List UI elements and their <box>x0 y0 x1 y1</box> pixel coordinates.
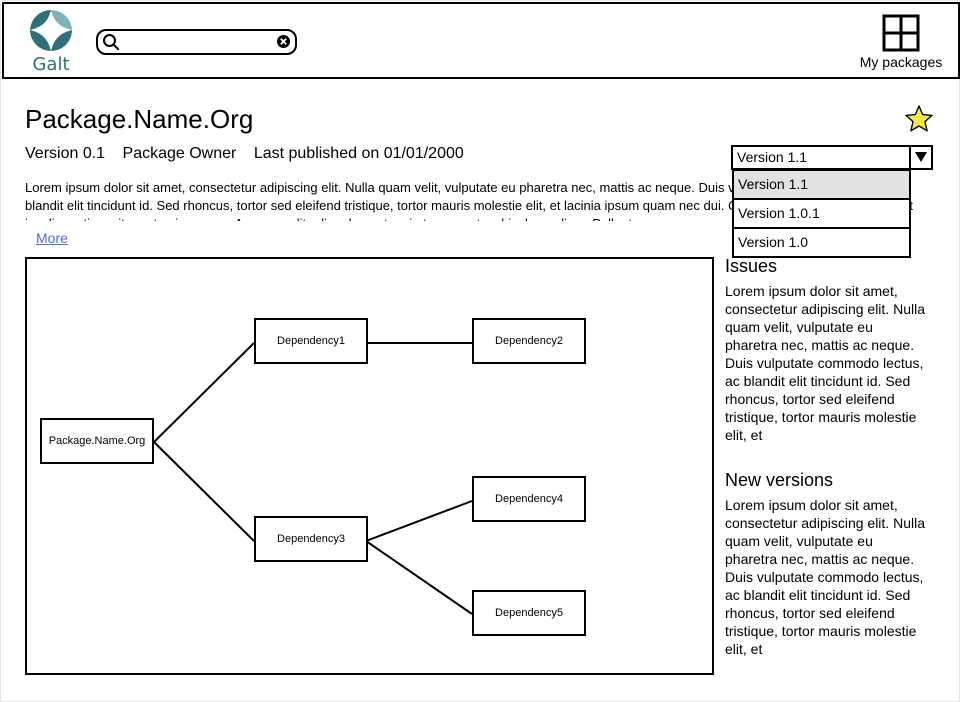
version-select-value: Version 1.1 <box>737 149 808 165</box>
dropdown-arrow[interactable] <box>909 147 931 168</box>
graph-node-dependency3[interactable]: Dependency3 <box>254 516 368 562</box>
issues-section: Issues Lorem ipsum dolor sit amet, conse… <box>725 256 925 444</box>
edge-dep3-dep5 <box>365 540 473 615</box>
graph-node-dependency2[interactable]: Dependency2 <box>472 318 586 364</box>
my-packages-button[interactable]: My packages <box>856 12 946 72</box>
version-option[interactable]: Version 1.1 <box>734 171 909 200</box>
new-versions-heading: New versions <box>725 470 834 490</box>
new-versions-section: New versions Lorem ipsum dolor sit amet,… <box>725 470 925 658</box>
more-link[interactable]: More <box>36 230 68 246</box>
app-header: Galt My packages <box>2 2 960 79</box>
edge-root-dep3 <box>153 441 255 542</box>
search-input[interactable] <box>122 33 272 49</box>
version-option[interactable]: Version 1.0.1 <box>734 200 909 229</box>
package-meta: Version 0.1 Package Owner Last published… <box>25 145 477 163</box>
graph-edges <box>153 342 473 615</box>
edge-root-dep1 <box>153 342 255 443</box>
galt-logo-icon <box>30 9 72 51</box>
package-title: Package.Name.Org <box>25 104 254 134</box>
new-versions-text: Lorem ipsum dolor sit amet, consectetur … <box>725 497 925 657</box>
issues-text: Lorem ipsum dolor sit amet, consectetur … <box>725 283 925 443</box>
issues-heading: Issues <box>725 256 778 276</box>
package-version: Version 0.1 <box>25 145 106 162</box>
package-published-date: Last published on 01/01/2000 <box>253 145 464 162</box>
graph-node-dependency1[interactable]: Dependency1 <box>254 318 368 364</box>
search-icon <box>103 34 120 51</box>
version-option[interactable]: Version 1.0 <box>734 229 909 258</box>
galt-logo[interactable]: Galt <box>26 8 76 75</box>
package-owner: Package Owner <box>122 145 237 162</box>
clear-search-icon[interactable] <box>276 34 291 49</box>
graph-node-root[interactable]: Package.Name.Org <box>40 418 154 464</box>
chevron-down-icon <box>915 152 927 162</box>
favorite-star-icon[interactable] <box>904 104 934 134</box>
version-select[interactable]: Version 1.1 <box>731 145 933 170</box>
search-box[interactable] <box>96 29 297 55</box>
dependency-graph: Package.Name.Org Dependency1 Dependency2… <box>25 257 714 675</box>
edge-dep3-dep4 <box>365 500 473 542</box>
logo-text: Galt <box>32 54 70 75</box>
graph-node-dependency4[interactable]: Dependency4 <box>472 476 586 522</box>
my-packages-label: My packages <box>859 54 943 70</box>
package-description: Lorem ipsum dolor sit amet, consectetur … <box>25 180 913 221</box>
graph-node-dependency5[interactable]: Dependency5 <box>472 590 586 636</box>
grid-icon <box>882 14 920 52</box>
version-options-list: Version 1.1 Version 1.0.1 Version 1.0 <box>732 169 911 258</box>
